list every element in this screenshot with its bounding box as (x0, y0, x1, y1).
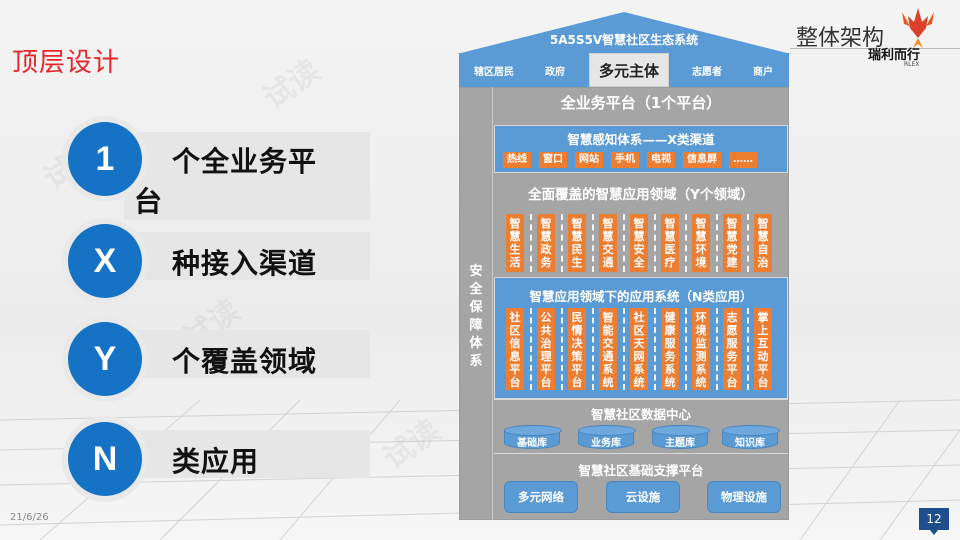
slide-title: 顶层设计 (12, 48, 121, 78)
domain-chip: 智慧党建 (723, 214, 741, 272)
channel-chip: 热线 (503, 152, 531, 168)
summary-item-platform: 1 个全业务平 台 (62, 116, 372, 220)
domain-chip: 智慧生活 (506, 214, 524, 272)
item-label: 个覆盖领域 (172, 345, 318, 378)
domain-list: 智慧生活 智慧政务 智慧民生 智慧交通 智慧安全 智慧医疗 智慧环境 智慧党建 … (506, 214, 772, 272)
badge-ring: X (62, 218, 148, 304)
platform-title: 全业务平台（1个平台） (560, 94, 722, 112)
channel-chip: 网站 (575, 152, 603, 168)
applications-title: 智慧应用领域下的应用系统（N类应用） (529, 289, 753, 304)
domain-chip: 智慧环境 (692, 214, 710, 272)
ecosystem-title: 5A5S5V智慧社区生态系统 (549, 33, 699, 47)
roof-shape (457, 12, 791, 54)
database-label: 业务库 (591, 438, 621, 449)
item-bar (124, 132, 370, 220)
item-bar (124, 430, 370, 478)
database-cylinder-icon: 知识库 (722, 425, 780, 449)
application-chip: 掌上互动平台 (754, 308, 772, 390)
slide-date: 21/6/26 (10, 512, 49, 523)
database-label: 主题库 (665, 438, 695, 449)
application-chip: 志愿服务平台 (723, 308, 741, 390)
channel-chip: 手机 (611, 152, 639, 168)
channel-list: 热线 窗口 网站 手机 电视 信息屏 …… (503, 152, 757, 168)
domain-chip: 智慧自治 (754, 214, 772, 272)
domain-chip: 智慧医疗 (661, 214, 679, 272)
badge-ring: N (62, 416, 148, 502)
badge-ring: Y (62, 316, 148, 402)
watermark: 试读 (257, 53, 327, 117)
application-chip: 健康服务系统 (661, 308, 679, 390)
actor-merchants: 商户 (753, 66, 773, 78)
actors-bar: 辖区居民 政府 多元主体 志愿者 商户 (459, 53, 789, 87)
item-label: 种接入渠道 (172, 247, 318, 280)
domains-title: 全面覆盖的智慧应用领域（Y个领域） (528, 187, 754, 203)
channel-chip: 信息屏 (683, 152, 721, 168)
perception-title: 智慧感知体系——X类渠道 (567, 132, 715, 147)
summary-item-channels: X 种接入渠道 (62, 218, 372, 304)
database-cylinder-icon: 主题库 (652, 425, 710, 449)
badge-number: 1 (68, 122, 142, 196)
application-chip: 民情决策平台 (568, 308, 586, 390)
application-chip: 社区信息平台 (506, 308, 524, 390)
data-center-title: 智慧社区数据中心 (590, 407, 691, 422)
application-list: 社区信息平台 公共治理平台 民情决策平台 智能交通系统 社区天网系统 健康服务系… (506, 308, 772, 390)
channel-chip: 电视 (647, 152, 675, 168)
support-item: 物理设施 (707, 481, 781, 513)
perception-layer: 智慧感知体系——X类渠道 热线 窗口 网站 手机 电视 信息屏 …… (494, 125, 788, 173)
badge-letter: Y (68, 322, 142, 396)
domain-chip: 智慧政务 (537, 214, 555, 272)
database-cylinder-icon: 基础库 (504, 425, 562, 449)
section-title: 整体架构 (796, 26, 885, 51)
support-title: 智慧社区基础支撑平台 (578, 463, 704, 478)
support-item: 云设施 (606, 481, 680, 513)
item-label: 个全业务平 (172, 145, 318, 178)
item-label: 类应用 (172, 445, 260, 478)
badge-letter: X (68, 224, 142, 298)
logo-subtext: RLEX (904, 61, 920, 68)
domain-chip: 智慧交通 (599, 214, 617, 272)
watermark: 试读 (377, 413, 447, 477)
actor-government: 政府 (545, 66, 565, 78)
application-chip: 社区天网系统 (630, 308, 648, 390)
summary-item-applications: N 类应用 (62, 416, 372, 502)
phoenix-logo-icon (902, 8, 934, 48)
item-label-wrap: 台 (134, 185, 164, 218)
item-bar (124, 232, 370, 280)
page-number-badge: 12 (919, 508, 949, 535)
channel-chip: …… (729, 152, 757, 168)
badge-ring: 1 (62, 116, 148, 202)
data-center-layer: 智慧社区数据中心 基础库 业务库 主题库 知识库 (494, 399, 788, 454)
security-label: 安全保障体系 (469, 264, 483, 369)
summary-item-domains: Y 个覆盖领域 (62, 316, 372, 402)
database-label: 知识库 (735, 438, 765, 449)
database-cylinder-icon: 业务库 (578, 425, 636, 449)
application-chip: 智能交通系统 (599, 308, 617, 390)
actor-multi-entity: 多元主体 (589, 53, 669, 87)
support-item: 多元网络 (504, 481, 578, 513)
application-chip: 环境监测系统 (692, 308, 710, 390)
actor-volunteers: 志愿者 (692, 66, 722, 78)
channel-chip: 窗口 (539, 152, 567, 168)
database-label: 基础库 (517, 438, 547, 449)
title-underline (790, 48, 960, 49)
domain-chip: 智慧安全 (630, 214, 648, 272)
application-chip: 公共治理平台 (537, 308, 555, 390)
security-column (459, 87, 493, 520)
logo-text: 瑞利而行 (868, 48, 921, 63)
badge-letter: N (68, 422, 142, 496)
item-bar (124, 330, 370, 378)
actor-residents: 辖区居民 (474, 66, 514, 78)
domain-chip: 智慧民生 (568, 214, 586, 272)
